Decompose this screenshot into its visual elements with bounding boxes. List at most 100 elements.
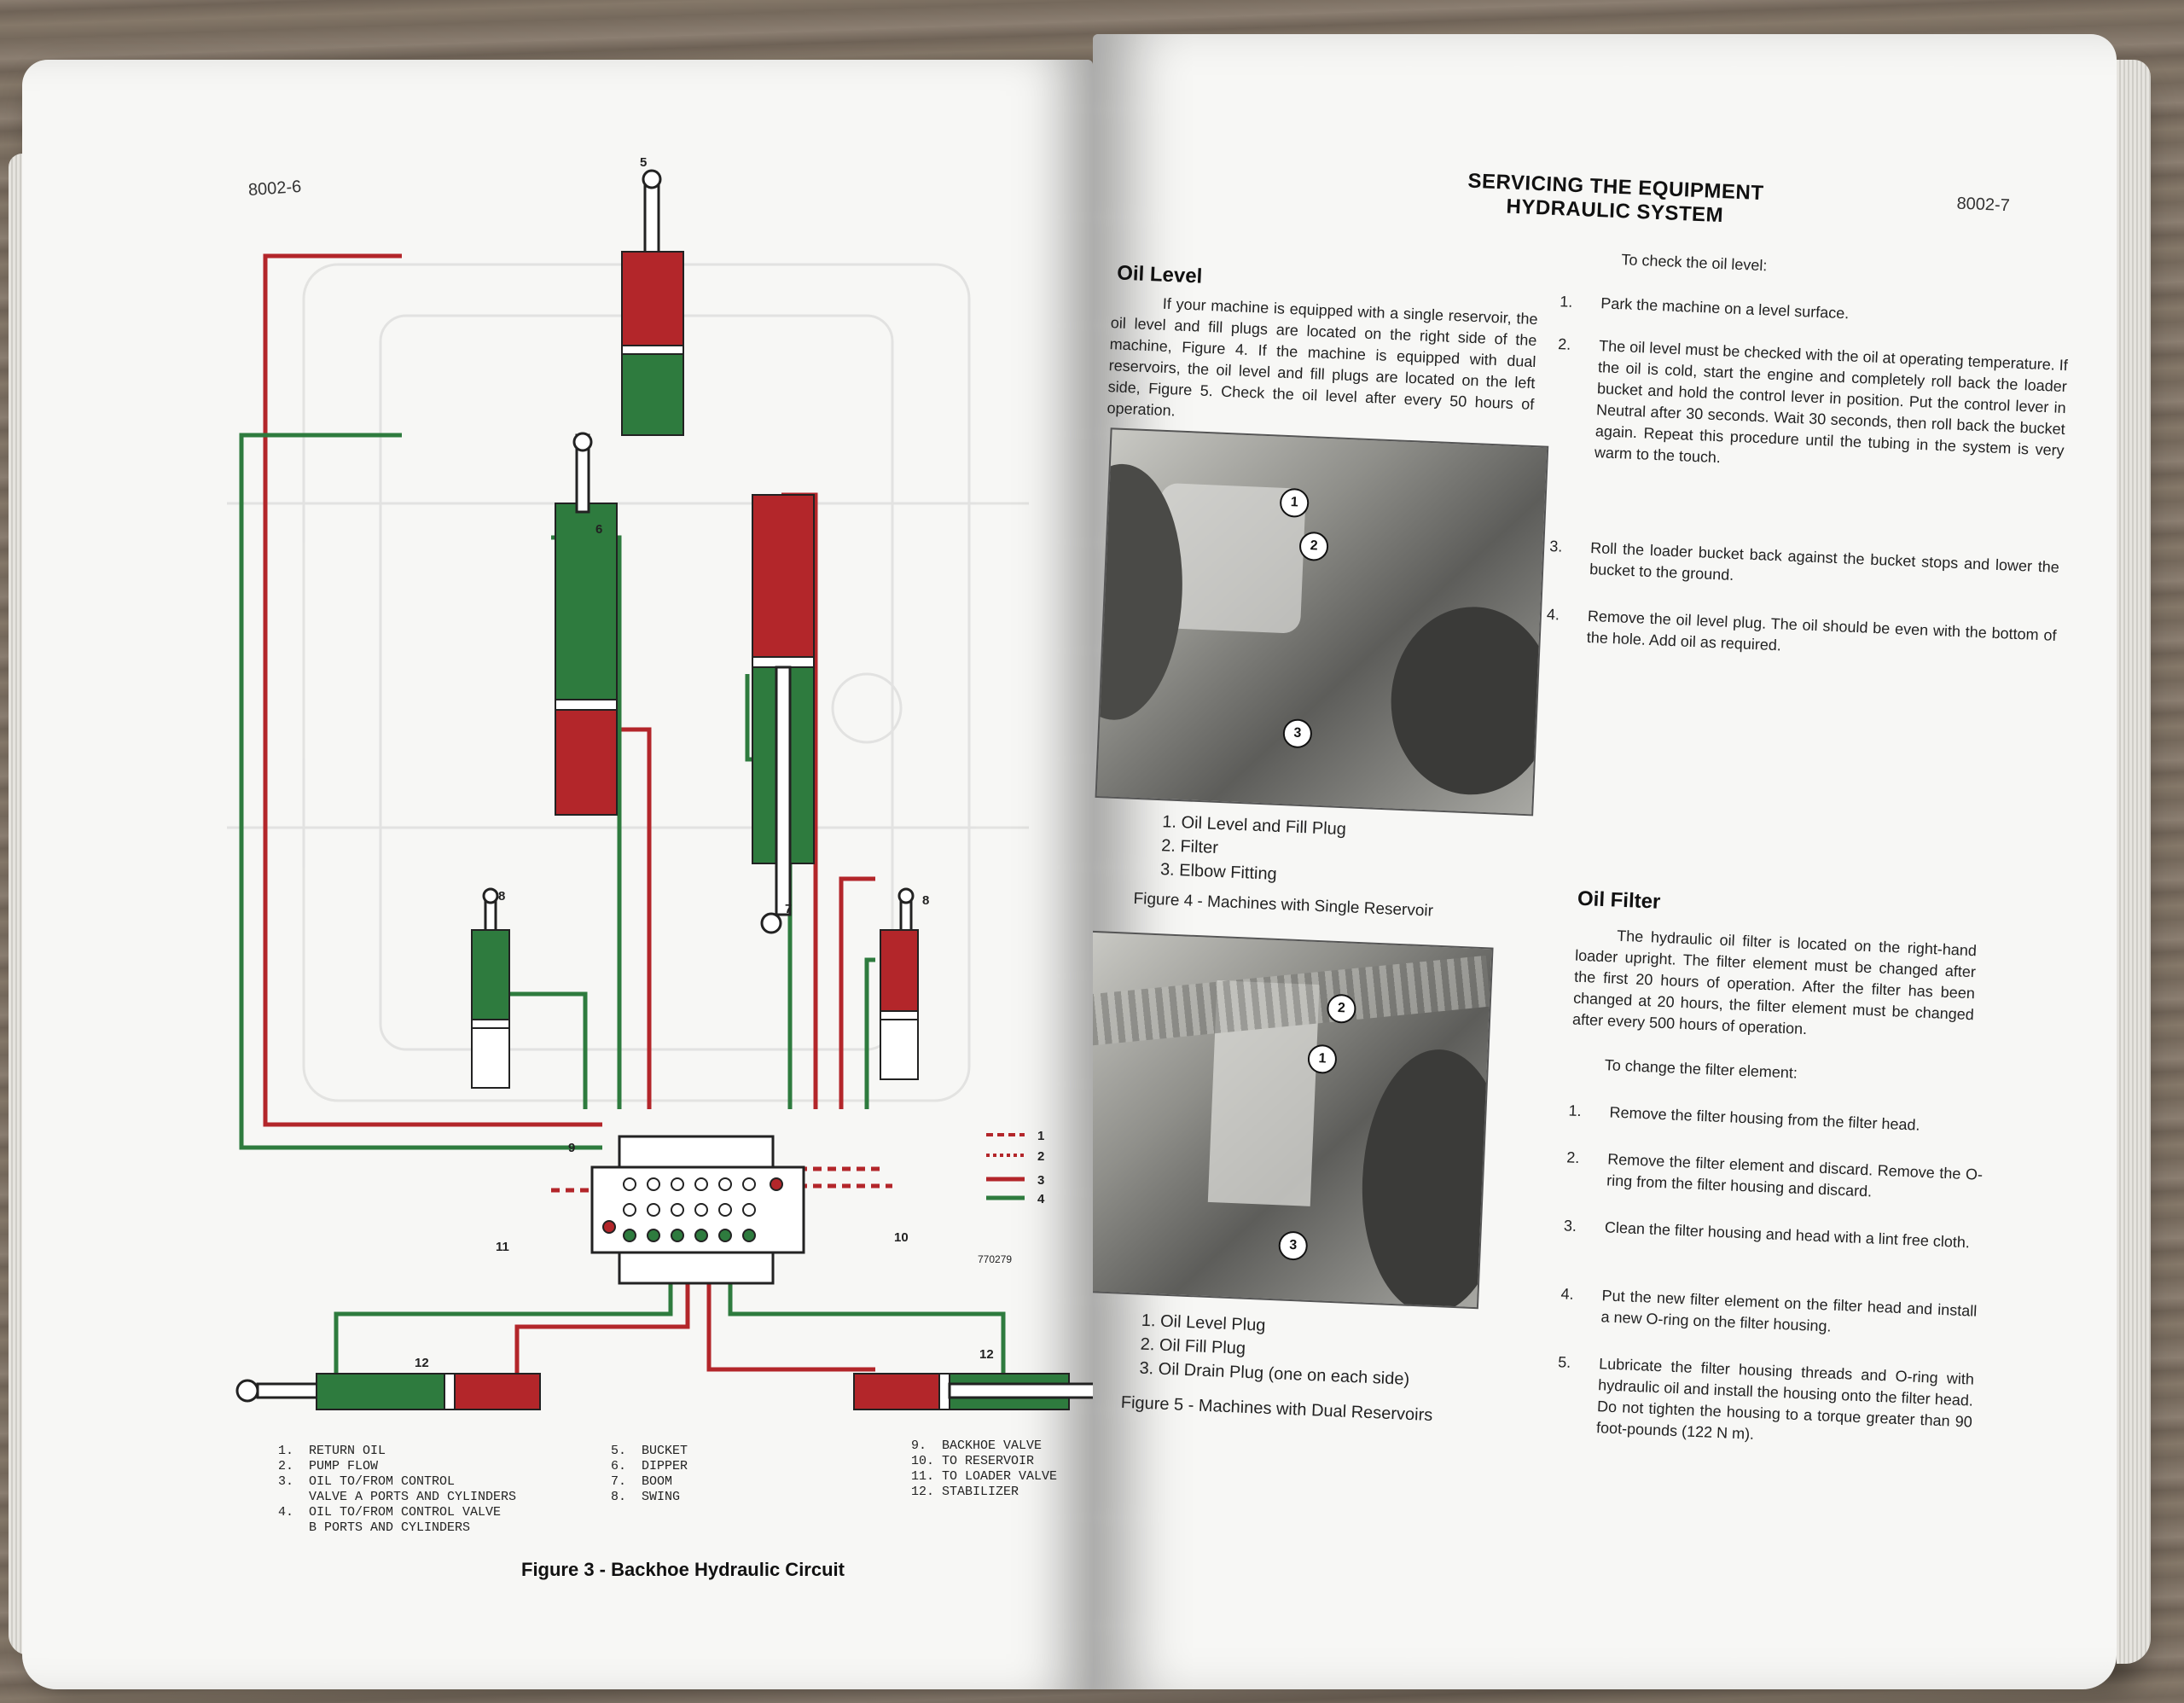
step-number: 4. [1560, 1285, 1575, 1303]
filter-intro: To change the filter element: [1604, 1056, 1798, 1082]
step-text: Remove the oil level plug. The oil shoul… [1586, 607, 2057, 654]
label-5: 5 [640, 155, 647, 170]
right-page-content: SERVICING THE EQUIPMENT HYDRAULIC SYSTEM… [1093, 34, 2116, 1689]
step-text: Clean the filter housing and head with a… [1604, 1218, 1971, 1252]
figure-4-items: 1. Oil Level and Fill Plug 2. Filter 3. … [1159, 810, 1347, 889]
red-line-bucket [263, 253, 602, 1127]
label-9: 9 [568, 1141, 575, 1155]
step-number: 3. [1548, 537, 1563, 555]
left-page: 8002-6 [22, 60, 1093, 1689]
check-step-4: 4. Remove the oil level plug. The oil sh… [1545, 604, 2059, 677]
filter-step-2: 2. Remove the filter element and discard… [1565, 1147, 1993, 1216]
label-8-right: 8 [922, 893, 929, 908]
legend-item: 4. OIL TO/FROM CONTROL VALVE [278, 1505, 502, 1520]
legend-item: 6. DIPPER [611, 1459, 688, 1473]
fig4-callout-2: 2 [1298, 531, 1329, 562]
swing-cylinder-right [880, 887, 919, 1080]
legend-item: VALVE A PORTS AND CYLINDERS [278, 1490, 517, 1504]
step-number: 4. [1546, 605, 1560, 624]
legend-item: 1. RETURN OIL [278, 1444, 386, 1458]
filter-step-1: 1. Remove the filter housing from the fi… [1567, 1100, 1995, 1152]
step-number: 2. [1565, 1148, 1580, 1167]
legend-num-4: 4 [1037, 1192, 1045, 1206]
filter-step-3: 3. Clean the filter housing and head wit… [1562, 1215, 1990, 1284]
page-heading: SERVICING THE EQUIPMENT HYDRAULIC SYSTEM [1350, 165, 1881, 235]
label-6: 6 [595, 522, 602, 537]
step-text: Roll the loader bucket back against the … [1589, 538, 2060, 584]
check-step-1: 1. Park the machine on a level surface. [1560, 291, 2072, 338]
step-number: 2. [1557, 335, 1571, 353]
diagram-code: 770279 [978, 1253, 1012, 1265]
red-line-swing [839, 876, 875, 1109]
label-10: 10 [894, 1230, 909, 1245]
oil-filter-title: Oil Filter [1577, 886, 1661, 914]
oil-level-title: Oil Level [1116, 261, 1203, 288]
legend-item: 7. BOOM [611, 1474, 673, 1489]
bucket-cylinder [621, 169, 684, 436]
legend-item: B PORTS AND CYLINDERS [278, 1520, 471, 1535]
hydraulic-circuit-diagram: 1 2 3 4 5 6 7 8 8 9 10 11 12 12 770279 [227, 155, 1093, 1410]
tractor-wheel-shape [1387, 603, 1549, 799]
boom-cylinder [752, 494, 815, 934]
legend-column-3: 9. BACKHOE VALVE 10. TO RESERVOIR 11. TO… [911, 1439, 1057, 1500]
step-text: Park the machine on a level surface. [1600, 294, 1850, 323]
oil-filter-paragraph: The hydraulic oil filter is located on t… [1571, 927, 1978, 1038]
step-text: Put the new filter element on the filter… [1600, 1287, 1978, 1335]
green-line-swing-left [508, 991, 588, 1109]
legend-num-1: 1 [1037, 1129, 1044, 1143]
legend-item: 11. TO LOADER VALVE [911, 1469, 1058, 1484]
fig4-callout-3: 3 [1282, 718, 1313, 749]
filter-step-4: 4. Put the new filter element on the fil… [1560, 1283, 1988, 1352]
step-number: 5. [1557, 1353, 1571, 1371]
legend-item: 9. BACKHOE VALVE [911, 1439, 1043, 1453]
check-step-2: 2. The oil level must be checked with th… [1551, 334, 2070, 526]
step-number: 1. [1559, 293, 1573, 311]
red-line-stab-left [514, 1250, 690, 1374]
legend-item: 5. BUCKET [611, 1444, 688, 1458]
legend-num-2: 2 [1037, 1149, 1044, 1164]
fig5-callout-3: 3 [1278, 1230, 1309, 1261]
legend-num-3: 3 [1037, 1173, 1044, 1188]
swing-cylinder-left [471, 887, 510, 1089]
legend-column-2: 5. BUCKET 6. DIPPER 7. BOOM 8. SWING [611, 1444, 688, 1505]
right-page-number: 8002-7 [1956, 194, 2011, 216]
stabilizer-cylinder-left [235, 1373, 541, 1410]
step-number: 1. [1568, 1101, 1583, 1120]
green-line-bucket [239, 433, 602, 1150]
label-7: 7 [785, 902, 792, 916]
stabilizer-cylinder-right [853, 1373, 1093, 1410]
legend-item: 2. PUMP FLOW [278, 1459, 379, 1473]
label-12-left: 12 [415, 1356, 429, 1370]
label-11: 11 [496, 1240, 509, 1254]
legend-column-1: 1. RETURN OIL 2. PUMP FLOW 3. OIL TO/FRO… [278, 1444, 516, 1536]
tractor-wheel-shape [1356, 1046, 1494, 1310]
figure-5-caption: Figure 5 - Machines with Dual Reservoirs [1120, 1392, 1433, 1426]
filter-step-5: 5. Lubricate the filter housing threads … [1554, 1351, 1984, 1463]
step-text: The oil level must be checked with the o… [1594, 337, 2069, 467]
check-step-3: 3. Roll the loader bucket back against t… [1548, 536, 2061, 608]
check-intro: To check the oil level: [1621, 251, 1768, 275]
label-12-right: 12 [979, 1347, 994, 1362]
green-line-swing-right [864, 957, 875, 1109]
legend-item: 12. STABILIZER [911, 1485, 1019, 1499]
step-text: Remove the filter housing from the filte… [1609, 1103, 1920, 1134]
fig5-callout-1: 1 [1307, 1043, 1338, 1075]
figure-4-caption: Figure 4 - Machines with Single Reservoi… [1133, 889, 1434, 921]
step-text: Remove the filter element and discard. R… [1606, 1150, 1984, 1200]
figure-5-items: 1. Oil Level Plug 2. Oil Fill Plug 3. Oi… [1139, 1309, 1412, 1392]
legend-item: 3. OIL TO/FROM CONTROL [278, 1474, 456, 1489]
dipper-cylinder [555, 432, 618, 816]
figure-5-photo: 2 1 3 [1093, 930, 1494, 1310]
legend-item: 10. TO RESERVOIR [911, 1454, 1035, 1468]
label-8-left: 8 [498, 889, 505, 904]
right-page: SERVICING THE EQUIPMENT HYDRAULIC SYSTEM… [1093, 34, 2117, 1689]
line-type-legend: 1 2 3 4 [986, 1129, 1045, 1206]
red-line-stab-right [706, 1250, 875, 1372]
figure-3-caption: Figure 3 - Backhoe Hydraulic Circuit [521, 1559, 845, 1580]
backhoe-control-valve [590, 1135, 805, 1285]
legend-item: 8. SWING [611, 1490, 681, 1504]
step-number: 3. [1563, 1217, 1577, 1235]
right-page-edges [2117, 60, 2151, 1664]
oil-level-paragraph: If your machine is equipped with a singl… [1107, 294, 1538, 420]
step-text: Lubricate the filter housing threads and… [1595, 1355, 1975, 1443]
